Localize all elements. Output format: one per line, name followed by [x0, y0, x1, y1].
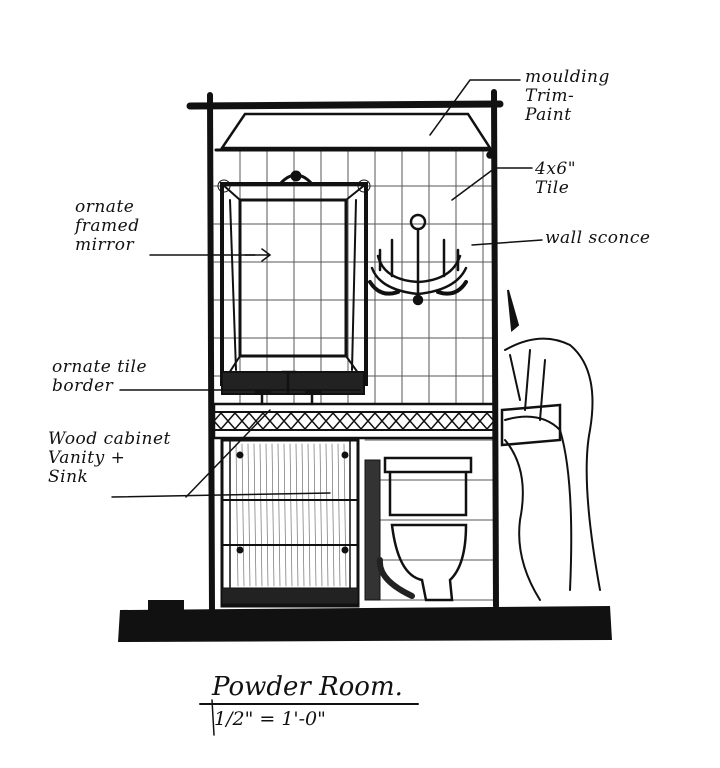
drawing-scale: 1/2" = 1'-0" — [214, 708, 326, 730]
right-wall — [491, 89, 499, 609]
wood-grain — [277, 443, 281, 587]
left-wall — [207, 92, 215, 615]
label-ornate-tile-border: ornate tile border — [52, 357, 148, 396]
wood-grain — [271, 443, 275, 587]
wood-grain — [337, 443, 341, 587]
wood-grain — [259, 443, 263, 587]
wood-grain — [235, 443, 239, 587]
wall-sconce-drawing — [368, 213, 468, 306]
drawing-title: Powder Room. — [212, 672, 403, 702]
ceiling-beam — [186, 100, 504, 110]
wood-grain — [319, 443, 323, 587]
wood-grain — [295, 443, 299, 587]
crown-moulding — [219, 112, 493, 150]
vanity-sink-faucets — [221, 370, 365, 406]
wood-grain — [343, 443, 347, 587]
wood-grain — [331, 443, 335, 587]
label-ornate-framed-mirror: ornate framed mirror — [75, 197, 140, 255]
wood-grain — [307, 443, 311, 587]
wood-grain — [289, 443, 293, 587]
leader-lines — [111, 79, 543, 498]
label-tile: 4x6" Tile — [535, 159, 577, 198]
wood-grain — [283, 443, 287, 587]
floor-band — [118, 606, 612, 642]
label-moulding-trim-paint: moulding Trim- Paint — [525, 67, 610, 125]
wood-grain — [325, 443, 329, 587]
wood-grain — [313, 443, 317, 587]
wood-grain — [241, 443, 245, 587]
label-wall-sconce: wall sconce — [545, 228, 651, 248]
toilet — [364, 456, 473, 602]
wood-grain — [301, 443, 305, 587]
wood-cabinet-vanity — [220, 438, 360, 608]
wood-grain — [247, 443, 251, 587]
label-wood-cabinet-vanity-sink: Wood cabinet Vanity + Sink — [48, 429, 171, 487]
wood-grain — [253, 443, 257, 587]
ornate-tile-border — [212, 402, 496, 440]
wood-grain — [265, 443, 269, 587]
drapery — [500, 289, 601, 601]
